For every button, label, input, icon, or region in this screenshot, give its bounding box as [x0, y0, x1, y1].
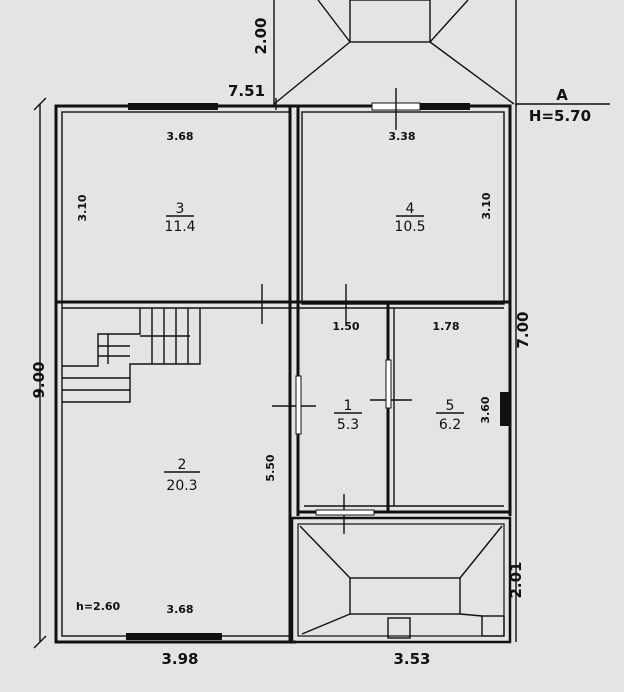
svg-text:3: 3	[176, 201, 185, 217]
windows	[126, 102, 510, 640]
svg-text:6.2: 6.2	[439, 417, 461, 433]
left-total-dim: 9.00	[30, 361, 48, 398]
staircase	[62, 308, 201, 403]
upper-porch-roof	[273, 0, 517, 106]
room-1-top-dim: 1.50	[332, 320, 359, 333]
room-2-label: 2 20.3	[164, 457, 200, 494]
svg-text:4: 4	[406, 201, 415, 217]
room-3-label: 3 11.4	[164, 201, 195, 235]
door-markers	[261, 88, 412, 534]
interior-walls	[56, 106, 510, 642]
bottom-left-dim: 3.98	[161, 650, 198, 668]
lower-porch-roof	[290, 516, 512, 644]
room-5-label: 5 6.2	[436, 398, 464, 433]
axis-letter: A	[556, 86, 568, 104]
room-4-label: 4 10.5	[394, 201, 425, 235]
outer-walls	[54, 104, 512, 644]
svg-text:2: 2	[178, 457, 187, 473]
svg-text:11.4: 11.4	[164, 219, 195, 235]
bottom-right-dim: 3.53	[393, 650, 430, 668]
ceiling-height-label: h=2.60	[76, 600, 121, 613]
svg-text:10.5: 10.5	[394, 219, 425, 235]
room-3-left-dim: 3.10	[76, 194, 89, 221]
room-4-right-dim: 3.10	[480, 192, 493, 219]
svg-text:5.3: 5.3	[337, 417, 359, 433]
room-5-top-dim: 1.78	[432, 320, 459, 333]
room-labels: 3 11.4 4 10.5 1 5.3 5 6.2 2 20.3	[164, 201, 464, 494]
room-5-right-dim: 3.60	[479, 396, 492, 423]
porch-depth-label: 2.00	[252, 17, 270, 54]
room-1-label: 1 5.3	[334, 398, 362, 433]
axis-height: H=5.70	[529, 107, 591, 125]
right-total-dim: 7.00	[514, 311, 532, 348]
room-2-right-dim: 5.50	[264, 454, 277, 481]
room-4-top-dim: 3.38	[388, 130, 415, 143]
room-2-bottom-dim: 3.68	[166, 603, 193, 616]
dimension-labels: 2.00 7.51 A H=5.70 3.68 3.38 3.10 3.10 9…	[30, 17, 591, 668]
lower-porch-dim: 2.01	[507, 561, 525, 598]
svg-text:5: 5	[446, 398, 455, 414]
porch-width-label: 7.51	[228, 82, 265, 100]
svg-text:1: 1	[344, 398, 353, 414]
svg-text:20.3: 20.3	[166, 478, 197, 494]
room-3-top-dim: 3.68	[166, 130, 193, 143]
